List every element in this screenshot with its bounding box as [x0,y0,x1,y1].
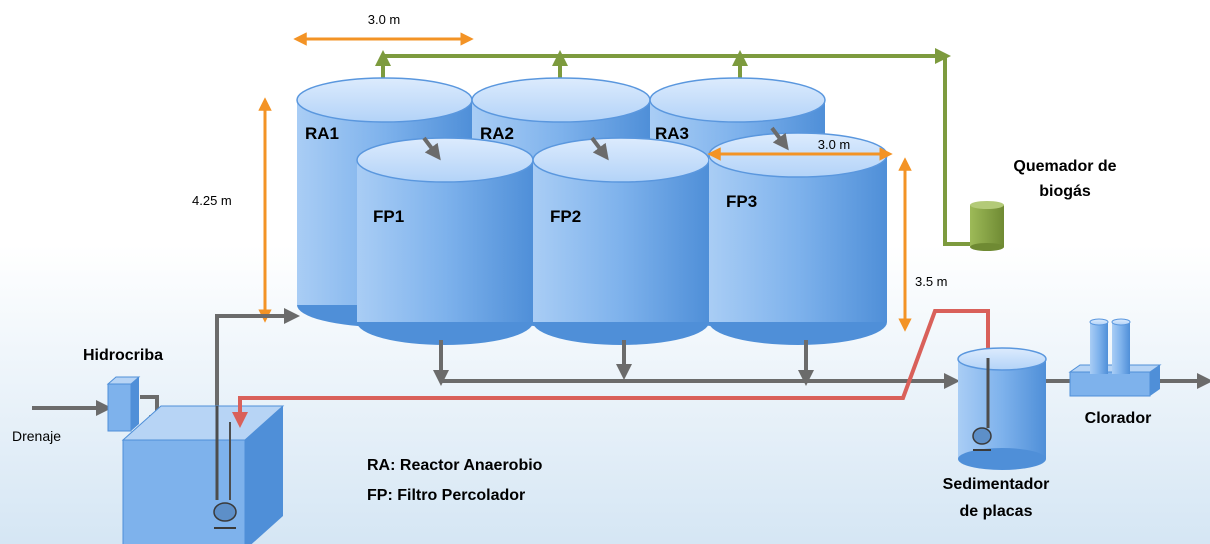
label-ra2: RA2 [480,124,514,143]
tank-fp3 [708,132,888,345]
label-fp1: FP1 [373,207,404,226]
tank-fp2 [532,137,710,345]
label-ra3: RA3 [655,124,689,143]
label-settler-2: de placas [960,503,1033,520]
hydrosieve [106,376,141,432]
dimension-arrows [258,32,912,332]
biogas-line [375,48,970,246]
recycle-line [232,309,990,428]
label-burner-2: biogás [1039,183,1091,200]
dim-height-ra: 4.25 m [192,193,232,208]
legend-fp: FP: Filtro Percolador [367,487,525,504]
label-burner-1: Quemador de [1013,158,1116,175]
label-settler-1: Sedimentador [943,476,1050,493]
dim-height-fp: 3.5 m [915,274,948,289]
label-fp2: FP2 [550,207,581,226]
tank-fp1 [356,137,534,345]
pump-sump [121,405,285,544]
label-drain: Drenaje [12,428,61,444]
ra-to-fp-arrows [422,126,789,161]
pump-icon [213,502,237,522]
label-ra1: RA1 [305,124,339,143]
chlorinator [1068,318,1162,397]
dim-fp3-width: 3.0 m [818,137,851,152]
legend-ra: RA: Reactor Anaerobio [367,457,543,474]
biogas-burner [970,201,1004,251]
label-hydrosieve: Hidrocriba [83,347,163,364]
label-fp3: FP3 [726,192,757,211]
label-chlorinator: Clorador [1085,410,1152,427]
plate-settler [957,347,1047,470]
pump-icon [972,427,992,445]
dim-top-width: 3.0 m [368,12,401,27]
